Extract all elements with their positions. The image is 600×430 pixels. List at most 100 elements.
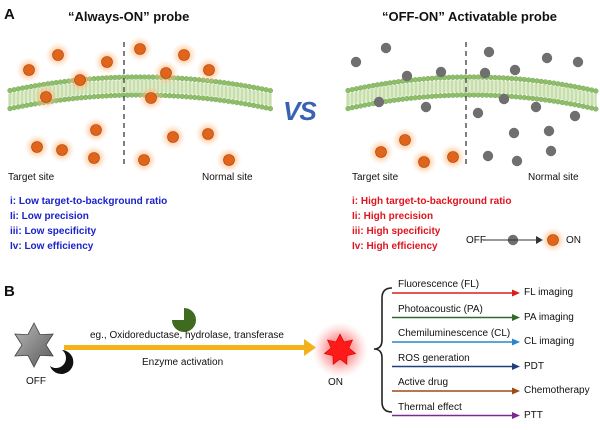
off-on-title: “OFF-ON” Activatable probe bbox=[382, 9, 558, 24]
modality-bracket bbox=[373, 287, 393, 413]
glowing-probe bbox=[418, 156, 430, 168]
glowing-probe bbox=[160, 67, 172, 79]
quencher-crescent bbox=[50, 350, 74, 374]
modality-signal: Chemiluminescence (CL) bbox=[398, 328, 511, 339]
quenched-probe bbox=[498, 93, 510, 105]
site-dividers bbox=[123, 42, 467, 168]
modality-output: PTT bbox=[524, 409, 543, 421]
glowing-probe bbox=[167, 131, 179, 143]
modality-output: Chemotherapy bbox=[524, 385, 590, 396]
off-state-label: OFF bbox=[26, 376, 46, 387]
glowing-probe bbox=[145, 92, 157, 104]
enzyme-activation-label: Enzyme activation bbox=[142, 357, 224, 368]
glowing-probe bbox=[447, 151, 459, 163]
quenched-probe bbox=[472, 107, 484, 119]
quenched-probe bbox=[572, 56, 584, 68]
probe-particles bbox=[16, 36, 584, 253]
quenched-probe bbox=[541, 52, 553, 64]
modality-output: CL imaging bbox=[524, 336, 575, 347]
quenched-probe bbox=[380, 42, 392, 54]
modality-signal: ROS generation bbox=[398, 352, 470, 364]
off-probe-star bbox=[14, 322, 54, 368]
right-normal-site-label: Normal site bbox=[528, 172, 579, 183]
modality-arrowhead bbox=[512, 338, 520, 346]
legend-arrowhead bbox=[536, 236, 543, 244]
drawback-item: i: Low target-to-background ratio bbox=[10, 196, 168, 207]
always-on-drawbacks: i: Low target-to-background ratio Ii: Lo… bbox=[10, 194, 167, 254]
glowing-probe bbox=[31, 141, 43, 153]
activation-arrow-shaft bbox=[64, 345, 304, 350]
panel-b-label: B bbox=[4, 283, 15, 300]
advantage-item: Iv: High efficiency bbox=[352, 241, 438, 252]
lipid-bilayer bbox=[345, 74, 599, 112]
quenched-probe bbox=[420, 101, 432, 113]
glowing-probe bbox=[138, 154, 150, 166]
panel-a-label: A bbox=[4, 6, 15, 23]
glowing-probe bbox=[52, 49, 64, 61]
glowing-probe bbox=[178, 49, 190, 61]
quenched-probe bbox=[509, 64, 521, 76]
modality-signal: Thermal effect bbox=[398, 401, 462, 413]
quenched-probe bbox=[508, 127, 520, 139]
off-on-advantages: i: High target-to-background ratio Ii: H… bbox=[352, 194, 511, 254]
legend-off-label: OFF bbox=[466, 235, 486, 246]
quenched-probe bbox=[530, 101, 542, 113]
modality-output: FL imaging bbox=[524, 287, 574, 298]
enzyme-icon bbox=[172, 308, 196, 332]
quenched-probe bbox=[543, 125, 555, 137]
vs-label: VS bbox=[283, 96, 317, 126]
quenched-probe bbox=[373, 96, 385, 108]
enzyme-examples: eg., Oxidoreductase, hydrolase, transfer… bbox=[90, 330, 284, 341]
glowing-probe bbox=[134, 43, 146, 55]
left-target-site-label: Target site bbox=[8, 172, 55, 183]
glowing-probe bbox=[56, 144, 68, 156]
drawback-item: iii: Low specificity bbox=[10, 226, 97, 237]
left-normal-site-label: Normal site bbox=[202, 172, 253, 183]
modality-arrowhead bbox=[512, 387, 520, 395]
quenched-probe bbox=[435, 66, 447, 78]
modality-signal: Fluorescence (FL) bbox=[398, 279, 480, 290]
quenched-probe bbox=[401, 70, 413, 82]
modality-output: PDT bbox=[524, 360, 544, 372]
activation-arrow-head bbox=[304, 339, 316, 356]
modality-signal: Photoacoustic (PA) bbox=[398, 303, 483, 315]
glowing-probe bbox=[23, 64, 35, 76]
quenched-probe bbox=[479, 67, 491, 79]
modality-arrowhead bbox=[512, 314, 520, 321]
drawback-item: Iv: Low efficiency bbox=[10, 241, 94, 252]
glowing-probe bbox=[375, 146, 387, 158]
always-on-title: “Always-ON” probe bbox=[68, 9, 190, 24]
glowing-probe bbox=[223, 154, 235, 166]
panel-b-diagram bbox=[14, 287, 520, 419]
quenched-probe bbox=[482, 150, 494, 162]
glowing-probe bbox=[74, 74, 86, 86]
quenched-probe bbox=[483, 46, 495, 58]
modality-output: PA imaging bbox=[524, 311, 574, 323]
modality-arrowhead bbox=[512, 412, 520, 419]
glowing-probe bbox=[399, 134, 411, 146]
glowing-probe bbox=[202, 128, 214, 140]
glowing-probe bbox=[40, 91, 52, 103]
drawback-item: Ii: Low precision bbox=[10, 211, 89, 222]
quenched-probe bbox=[545, 145, 557, 157]
quenched-probe bbox=[511, 155, 523, 167]
modality-arrowhead bbox=[512, 289, 520, 297]
advantage-item: i: High target-to-background ratio bbox=[352, 196, 512, 207]
legend-on-label: ON bbox=[566, 235, 581, 246]
advantage-item: Ii: High precision bbox=[352, 211, 434, 222]
glowing-probe bbox=[547, 234, 559, 246]
on-probe-star bbox=[323, 333, 357, 366]
on-state-label: ON bbox=[328, 377, 343, 388]
glowing-probe bbox=[203, 64, 215, 76]
advantage-item: iii: High specificity bbox=[352, 226, 441, 237]
glowing-probe bbox=[88, 152, 100, 164]
right-target-site-label: Target site bbox=[352, 172, 399, 183]
glowing-probe bbox=[101, 56, 113, 68]
glowing-probe bbox=[90, 124, 102, 136]
quenched-probe bbox=[569, 110, 581, 122]
modality-signal: Active drug bbox=[398, 377, 449, 388]
quenched-probe bbox=[350, 56, 362, 68]
modality-arrowhead bbox=[512, 363, 520, 370]
